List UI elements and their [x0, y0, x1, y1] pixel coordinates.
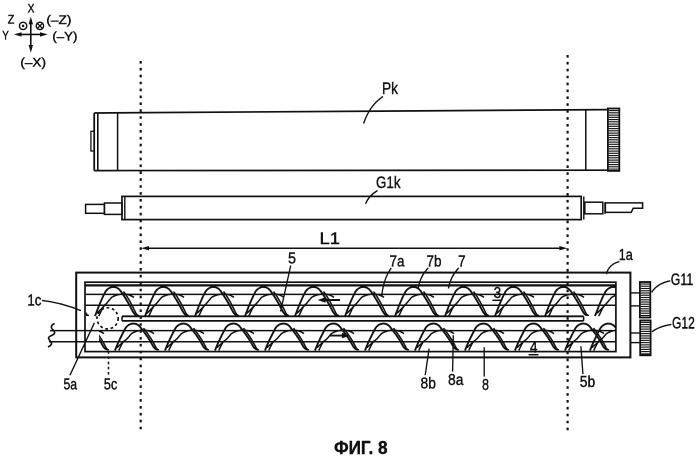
svg-text:5: 5: [288, 250, 296, 267]
svg-text:7b: 7b: [427, 254, 442, 271]
svg-text:G11: G11: [671, 271, 693, 289]
svg-text:Pk: Pk: [382, 79, 398, 98]
svg-text:7: 7: [458, 253, 466, 270]
svg-text:4: 4: [530, 339, 538, 356]
svg-text:8b: 8b: [421, 376, 436, 393]
svg-text:1a: 1a: [619, 247, 633, 264]
svg-text:8a: 8a: [448, 372, 463, 389]
svg-text:5b: 5b: [580, 374, 595, 391]
svg-text:8: 8: [482, 377, 489, 394]
svg-text:Y: Y: [2, 30, 9, 42]
svg-text:G1k: G1k: [376, 174, 401, 192]
svg-text:ФИГ. 8: ФИГ. 8: [334, 437, 388, 457]
svg-text:5a: 5a: [64, 376, 78, 393]
svg-text:G12: G12: [672, 314, 695, 332]
svg-text:X: X: [28, 4, 35, 16]
svg-text:L1: L1: [320, 230, 341, 248]
svg-text:Z: Z: [8, 14, 15, 26]
svg-text:5c: 5c: [104, 376, 118, 393]
svg-text:7a: 7a: [390, 254, 405, 271]
svg-text:1c: 1c: [27, 293, 41, 310]
svg-text:3: 3: [494, 285, 502, 302]
svg-text:(–Z): (–Z): [46, 15, 71, 27]
svg-text:(–X): (–X): [20, 57, 46, 69]
svg-text:(–Y): (–Y): [52, 32, 77, 44]
